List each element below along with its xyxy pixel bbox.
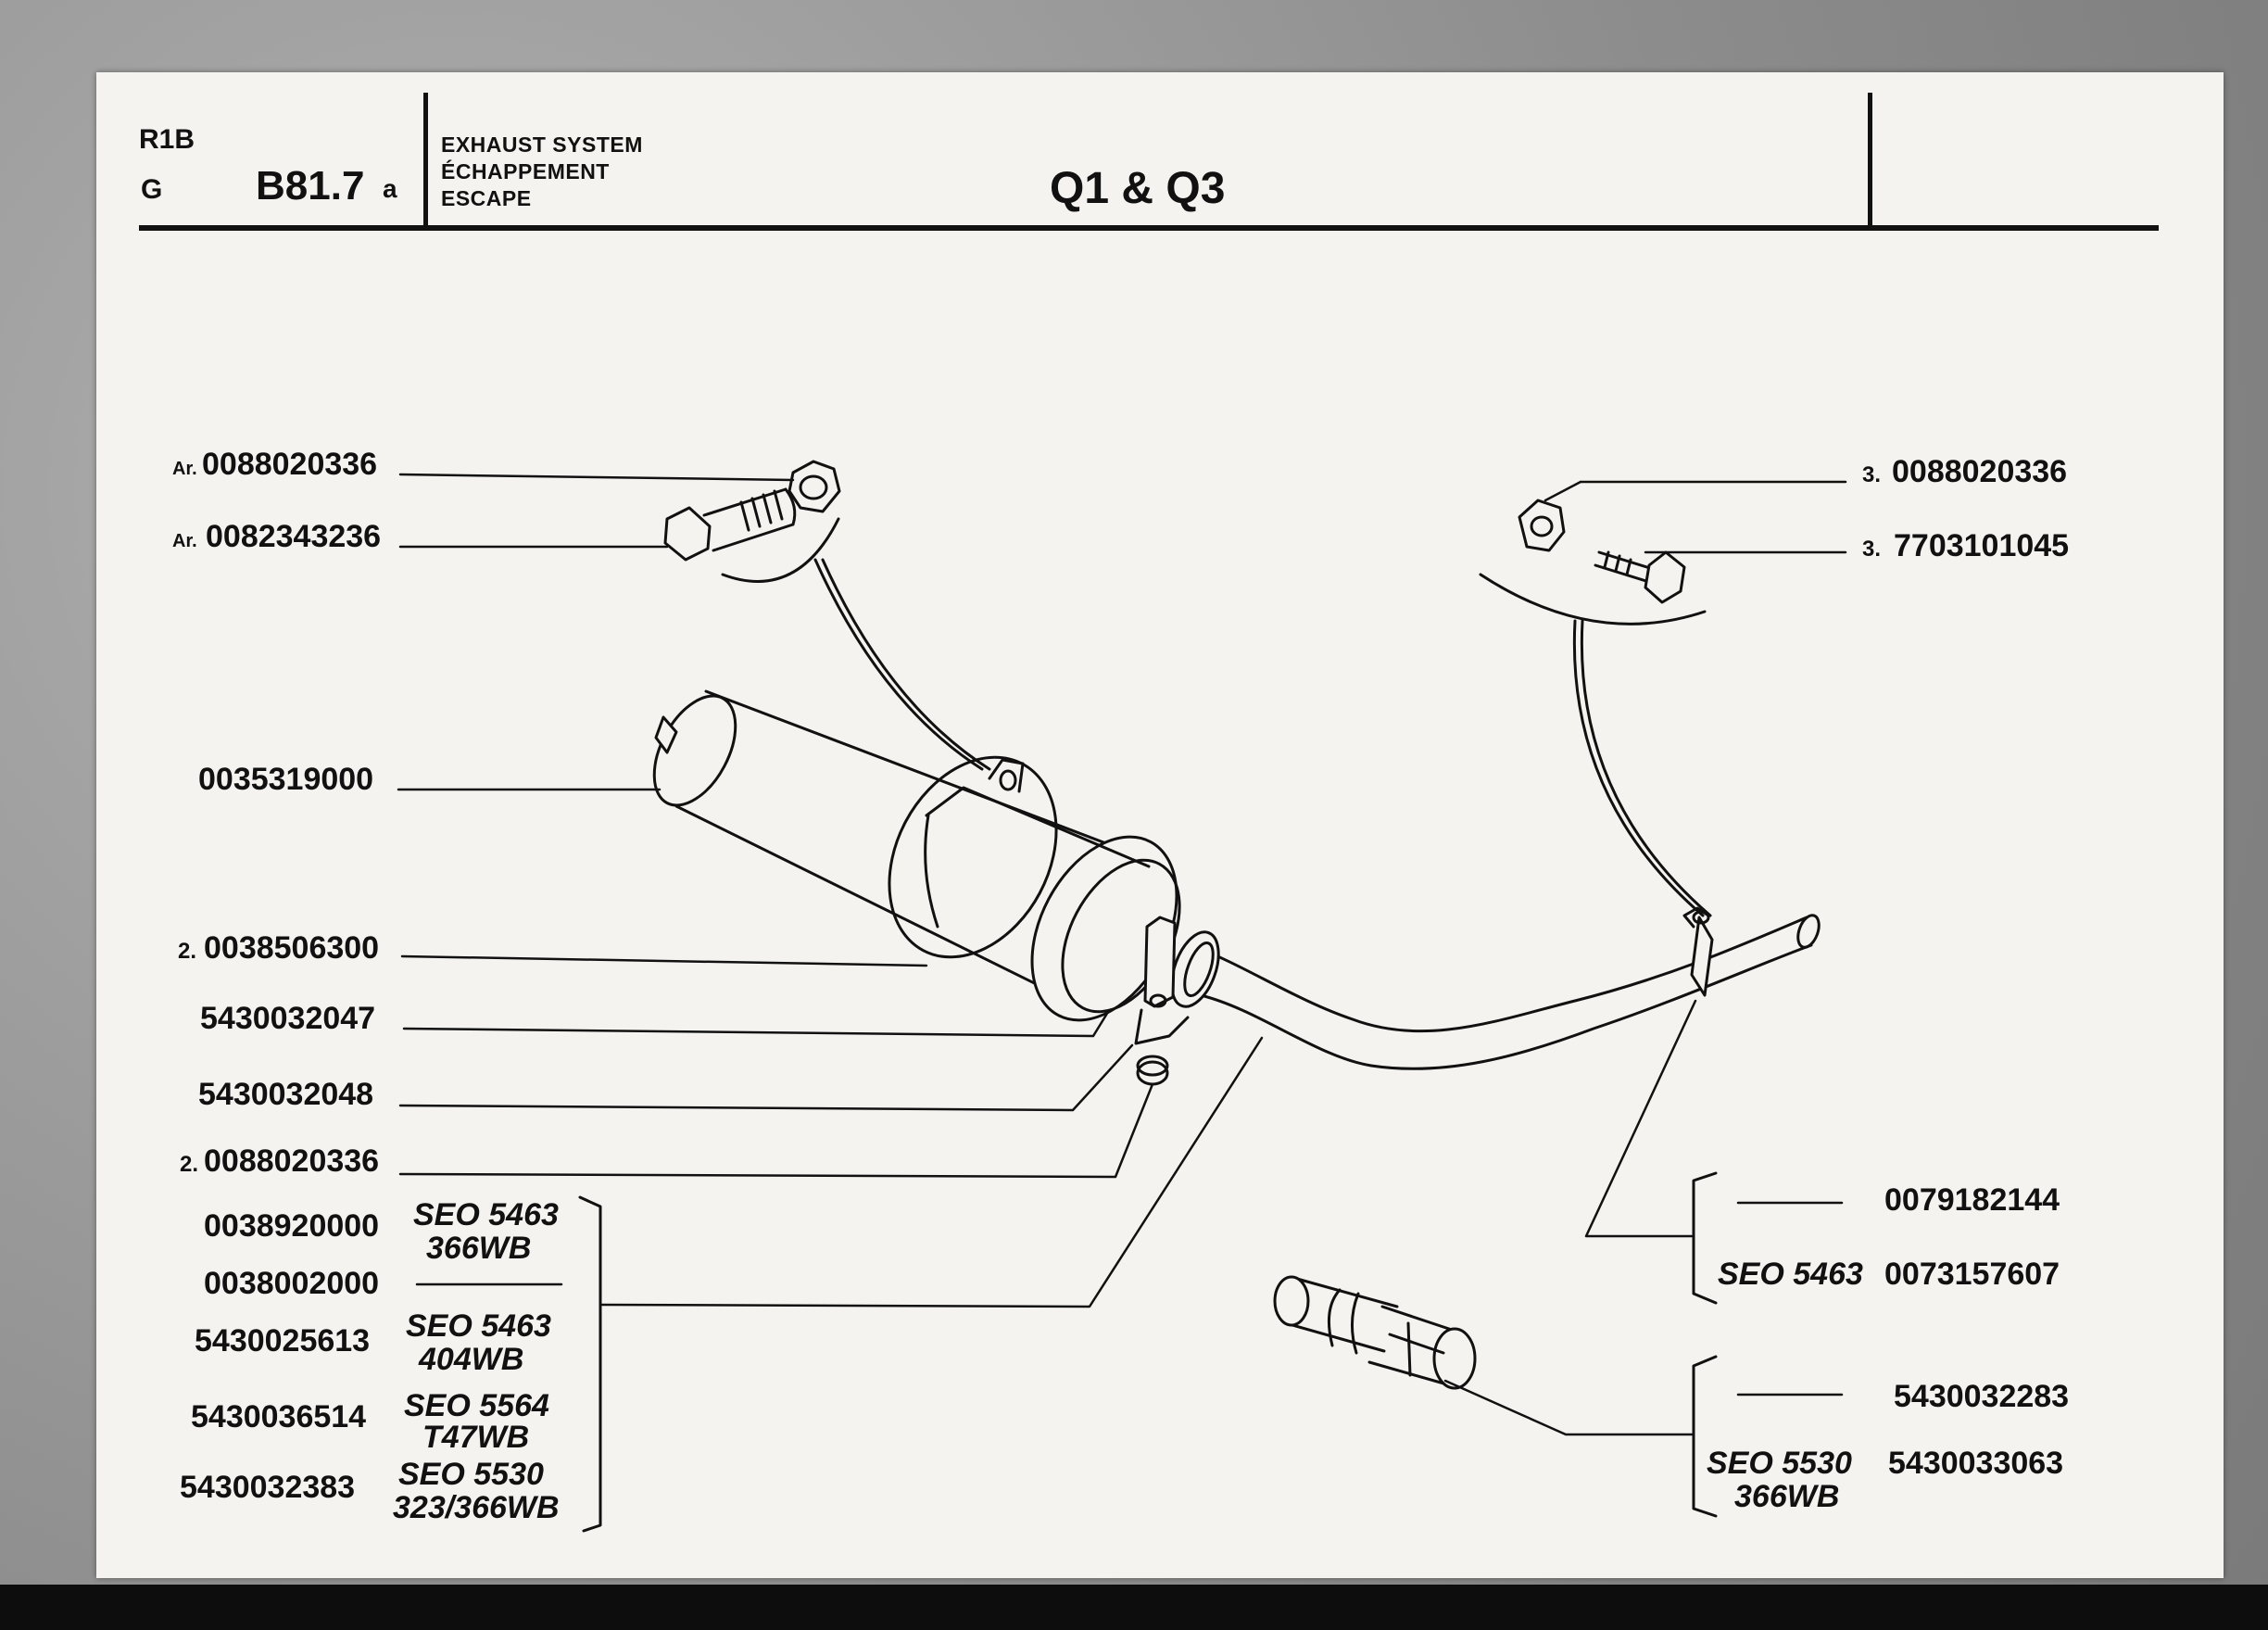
- pipe-option-seo: SEO 5463: [406, 1308, 551, 1344]
- nut-icon: [1518, 499, 1566, 552]
- model-title: Q1 & Q3: [1050, 164, 1226, 213]
- muffler: [652, 689, 1181, 1022]
- label-sleeve-a: 5430032283: [1894, 1379, 2069, 1414]
- label-prefix: 2.: [180, 1152, 198, 1177]
- scan-bottom-edge: [0, 1585, 2268, 1630]
- label-bolt-top: 0082343236: [206, 519, 381, 554]
- header-r1b: R1B: [139, 124, 195, 155]
- header-divider-right: [1868, 93, 1872, 225]
- leader-lines: [397, 473, 1847, 1436]
- label-bolt-right: 7703101045: [1894, 528, 2069, 563]
- header-divider-left: [423, 93, 428, 225]
- section-title: EXHAUST SYSTEM ÉCHAPPEMENT ESCAPE: [441, 132, 643, 212]
- page-code: B81.7: [256, 163, 365, 208]
- label-clamp-2: 5430032048: [198, 1077, 373, 1112]
- label-nut-low: 0088020336: [204, 1144, 379, 1179]
- label-prefix: Ar.: [172, 531, 197, 551]
- pipe-option-ref: 0038920000: [204, 1208, 379, 1244]
- label-sleeve-b: 5430033063: [1888, 1446, 2063, 1481]
- clamp-nut: [1136, 1055, 1169, 1086]
- label-hanger-a: 0079182144: [1884, 1182, 2060, 1218]
- pipe-option-seo: SEO 5564: [404, 1388, 549, 1423]
- label-sleeve-wb: 366WB: [1734, 1479, 1839, 1514]
- label-strap: 0038506300: [204, 930, 379, 966]
- label-prefix: 2.: [178, 939, 196, 964]
- pipe-option-wb: 404WB: [418, 1342, 523, 1377]
- label-hanger-b: 0073157607: [1884, 1257, 2060, 1292]
- pipe-option-ref: 5430025613: [195, 1323, 370, 1358]
- strap-clamp: [988, 758, 1025, 793]
- bolt-icon: [663, 487, 797, 562]
- section-title-es: ESCAPE: [441, 186, 532, 210]
- rubber-hanger: [813, 558, 984, 771]
- pipe-option-wb: 366WB: [426, 1231, 531, 1266]
- pipe-option-seo: SEO 5530: [398, 1457, 544, 1492]
- page-code-suffix: a: [383, 174, 397, 203]
- hanger-clamp: [1682, 906, 1714, 997]
- pipe-sleeve: [1273, 1275, 1477, 1390]
- section-title-fr: ÉCHAPPEMENT: [441, 159, 610, 183]
- section-title-en: EXHAUST SYSTEM: [441, 133, 643, 157]
- body-outline-curve: [721, 517, 840, 583]
- label-hanger-seo: SEO 5463: [1718, 1257, 1863, 1292]
- pipe-option-wb: T47WB: [422, 1420, 529, 1455]
- bolt-icon: [1594, 550, 1686, 604]
- label-nut-top: 0088020336: [202, 447, 377, 482]
- label-muffler: 0035319000: [198, 762, 373, 797]
- pipe-option-wb: 323/366WB: [393, 1490, 560, 1525]
- pipe-option-seo: SEO 5463: [413, 1197, 559, 1232]
- tail-pipe: [1170, 914, 1821, 1070]
- label-prefix: Ar.: [172, 459, 197, 479]
- rubber-hanger: [1572, 619, 1705, 917]
- pipe-option-ref: 0038002000: [204, 1266, 379, 1301]
- header-rule: [139, 225, 2159, 231]
- label-clamp-1: 5430032047: [200, 1001, 375, 1036]
- label-prefix: 3.: [1862, 462, 1881, 487]
- pipe-clamp: [1134, 916, 1190, 1045]
- rubber-hanger: [821, 558, 991, 771]
- body-outline-curve: [1479, 573, 1707, 625]
- pipe-option-ref: 5430036514: [191, 1399, 366, 1434]
- label-sleeve-seo: SEO 5530: [1707, 1446, 1852, 1481]
- pipe-option-ref: 5430032383: [180, 1470, 355, 1505]
- header-g: G: [141, 174, 163, 205]
- label-prefix: 3.: [1862, 537, 1881, 562]
- rubber-hanger: [1580, 619, 1712, 917]
- label-nut-right: 0088020336: [1892, 454, 2067, 489]
- brackets: [578, 1171, 1718, 1533]
- parts-sheet: [96, 72, 2224, 1578]
- nut-icon: [788, 460, 841, 513]
